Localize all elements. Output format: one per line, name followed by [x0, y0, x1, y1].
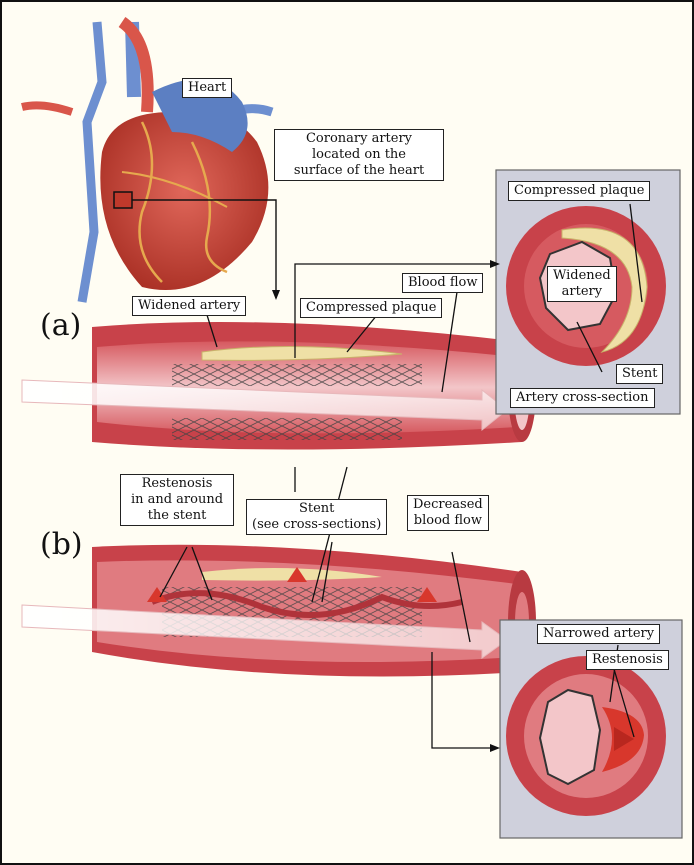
widened-artery-label: Widened artery: [132, 296, 246, 316]
artery-cross-section-label: Artery cross-section: [510, 388, 655, 408]
heart-illustration: [22, 22, 280, 302]
artery-b: [22, 545, 536, 677]
inset-widened-artery-label: Widened artery: [547, 266, 617, 302]
artery-a: [22, 322, 536, 450]
decreased-blood-flow-label: Decreased blood flow: [407, 495, 489, 531]
inset-compressed-plaque-label: Compressed plaque: [508, 181, 650, 201]
narrowed-artery-label: Narrowed artery: [537, 624, 660, 644]
inset-stent-label: Stent: [616, 364, 663, 384]
compressed-plaque-label: Compressed plaque: [300, 298, 442, 318]
panel-label-a: (a): [40, 308, 81, 343]
blood-flow-label: Blood flow: [402, 273, 483, 293]
panel-label-b: (b): [40, 527, 83, 562]
stent-cross-sections-label: Stent (see cross-sections): [246, 499, 387, 535]
restenosis-label: Restenosis: [586, 650, 669, 670]
coronary-artery-label: Coronary artery located on the surface o…: [274, 129, 444, 181]
heart-label: Heart: [182, 78, 232, 98]
restenosis-stent-label: Restenosis in and around the stent: [120, 474, 234, 526]
